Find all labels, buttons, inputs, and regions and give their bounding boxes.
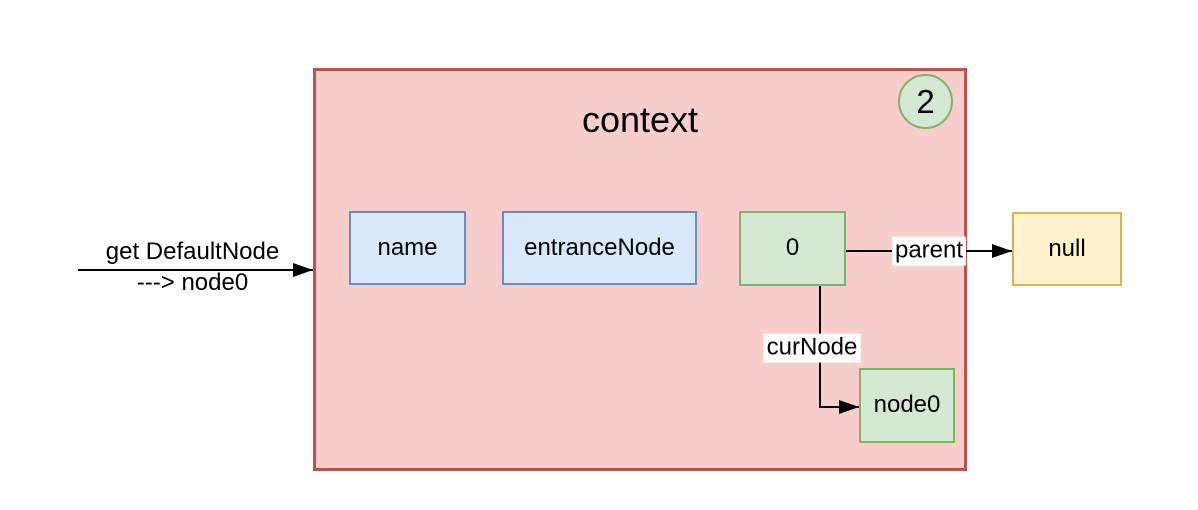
node-slot-0: 0 [739,211,846,286]
node-null-label: null [1048,234,1086,262]
node-entrance-node: entranceNode [502,211,697,285]
node-name: name [349,211,466,285]
node-entrance-node-label: entranceNode [524,233,675,261]
step-badge: 2 [898,74,953,129]
node-null: null [1012,212,1122,286]
incoming-label-line1: get DefaultNode [105,238,280,265]
incoming-label-line2: ---> node0 [136,269,249,296]
node-node0-label: node0 [873,391,941,419]
node-slot-0-label: 0 [785,234,800,262]
context-title: context [581,99,699,140]
curnode-edge-label: curNode [763,333,861,363]
parent-edge-label: parent [891,236,967,266]
node-name-label: name [377,233,438,261]
incoming-arrow-label: get DefaultNode ---> node0 [85,236,300,298]
node-node0: node0 [859,368,955,443]
